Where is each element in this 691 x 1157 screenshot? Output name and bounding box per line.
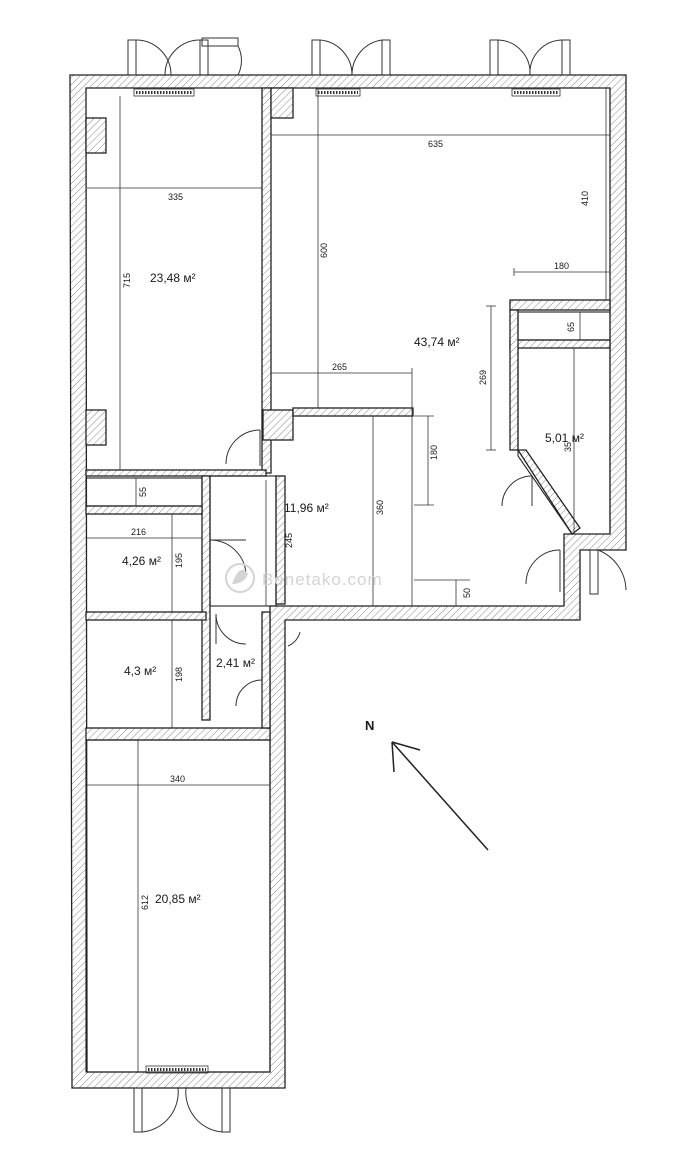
dim-55: 55 (138, 487, 148, 497)
dim-715: 715 (122, 273, 132, 288)
dim-50: 50 (462, 588, 472, 598)
north-label: N (365, 718, 374, 733)
dim-216: 216 (131, 527, 146, 537)
dim-180-top: 180 (554, 261, 569, 271)
room-area-bath-top: 4,26 м² (122, 554, 161, 568)
dim-180-mid: 180 (429, 445, 439, 460)
watermark: Benetako.com (225, 563, 383, 593)
interior-doors (209, 429, 561, 707)
dim-410: 410 (580, 191, 590, 206)
interior-walls (85, 87, 611, 741)
balcony-doors (127, 37, 627, 1133)
dim-195: 195 (174, 553, 184, 568)
room-area-bedroom-top: 23,48 м² (150, 271, 196, 285)
dim-265: 265 (332, 362, 347, 372)
dim-600: 600 (319, 243, 329, 258)
room-area-living: 43,74 м² (414, 335, 460, 349)
dim-35: 35 (563, 442, 573, 452)
room-area-bath-bottom: 4,3 м² (124, 664, 156, 678)
dim-612: 612 (140, 895, 150, 910)
fixtures (85, 311, 611, 1073)
windows (133, 88, 561, 1074)
room-area-wc: 2,41 м² (216, 656, 255, 670)
dimension-lines (87, 88, 610, 1072)
dim-340: 340 (170, 774, 185, 784)
dim-360: 360 (375, 500, 385, 515)
dim-198: 198 (174, 667, 184, 682)
dim-635: 635 (428, 139, 443, 149)
room-labels: 23,48 м² 43,74 м² 5,01 м² 11,96 м² 4,26 … (122, 271, 584, 906)
room-area-hall: 11,96 м² (284, 501, 329, 515)
dim-245: 245 (284, 533, 294, 548)
north-arrow: N (365, 718, 489, 851)
room-area-bedroom-bottom: 20,85 м² (155, 892, 201, 906)
dim-65: 65 (566, 322, 576, 332)
dim-335: 335 (168, 192, 183, 202)
room-area-storage: 5,01 м² (545, 431, 584, 445)
dimension-labels: 335 715 635 410 600 180 265 269 65 35 18… (122, 139, 590, 910)
dim-269: 269 (478, 370, 488, 385)
watermark-text: Benetako.com (262, 570, 383, 589)
